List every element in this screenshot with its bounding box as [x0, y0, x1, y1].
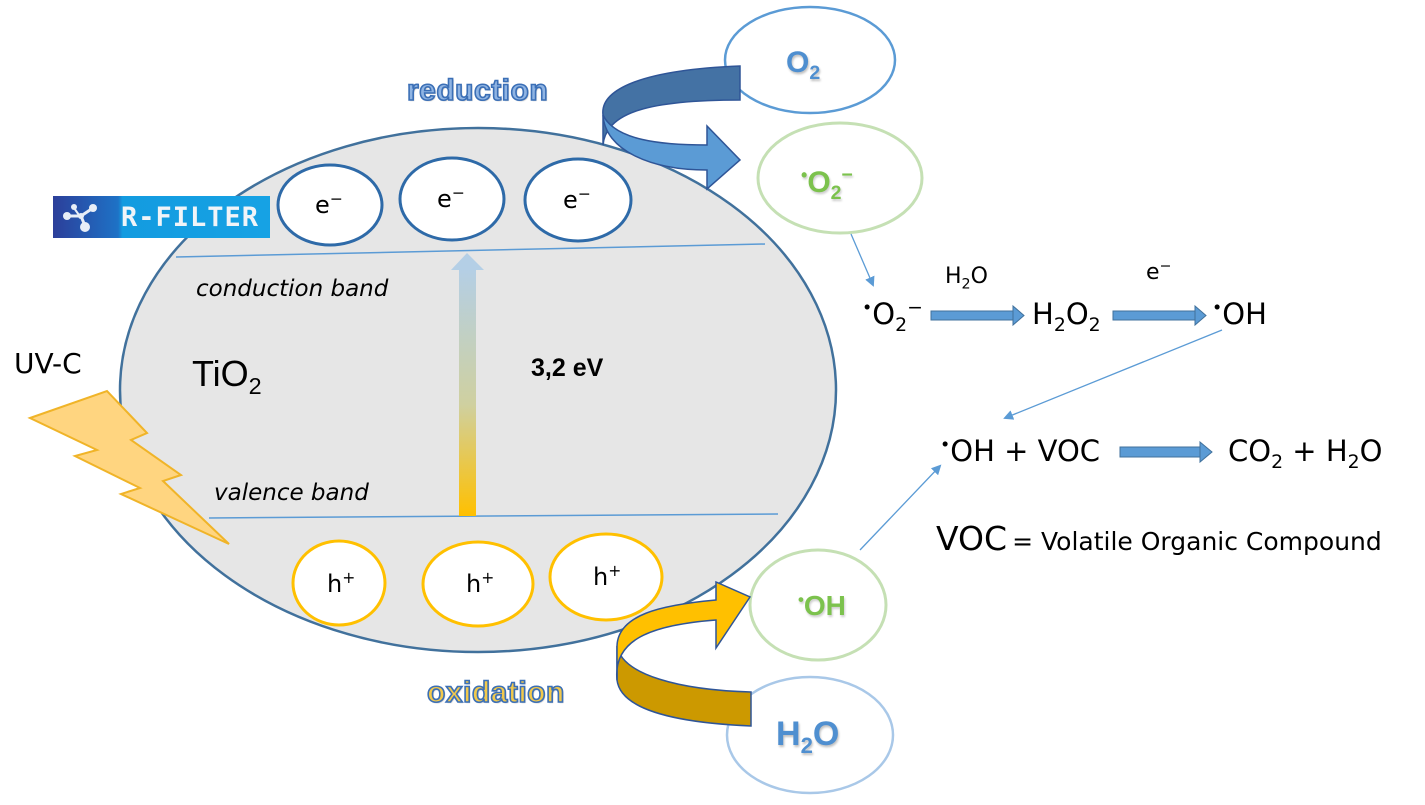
o2-species-label: O2 [786, 46, 821, 84]
conduction-band-line [175, 243, 766, 258]
reaction-arrow-2 [1112, 304, 1207, 327]
hole-circle-2 [421, 540, 535, 628]
oxidation-hydroxyl-to-voc-connector [859, 464, 942, 551]
chain-hydroxyl-product: •OH [1212, 297, 1267, 331]
electron-label-1: e− [315, 190, 343, 219]
hole-label-2: h+ [466, 569, 495, 598]
water-species-label: H2O [776, 715, 840, 758]
chain-water-reagent: H2O [945, 264, 988, 293]
valence-band-label: valence band [214, 480, 369, 506]
reaction-arrow-3 [1119, 440, 1213, 464]
lightning-bolt-icon [27, 389, 230, 545]
electron-circle-3 [523, 157, 633, 243]
band-gap-arrow [451, 253, 484, 516]
reaction-arrow-1 [930, 304, 1025, 327]
valence-band-line [208, 513, 779, 519]
hole-circle-1 [291, 539, 387, 627]
uv-c-label: UV-C [14, 347, 82, 380]
superoxide-species-label: •O2− [801, 163, 853, 204]
reduction-label: reduction [406, 74, 549, 107]
r-filter-logo: R-FILTER [53, 196, 270, 238]
chain-hydrogen-peroxide: H2O2 [1032, 297, 1101, 336]
hole-label-1: h+ [327, 569, 356, 598]
voc-legend: VOC = Volatile Organic Compound [936, 519, 1382, 558]
tio2-particle [118, 126, 838, 654]
tio2-label: TiO2 [192, 353, 262, 400]
chain-superoxide: •O2− [862, 297, 923, 336]
conduction-band-label: conduction band [196, 276, 389, 302]
molecule-icon [63, 204, 97, 232]
oxidation-arrow [616, 580, 752, 727]
hydroxyl-to-voc-connector [1003, 329, 1223, 420]
hydroxyl-oval [748, 548, 888, 662]
hole-label-3: h+ [593, 562, 622, 591]
water-oval [725, 675, 895, 795]
final-reaction-reactants: •OH + VOC [940, 434, 1101, 468]
hydroxyl-species-label: •OH [798, 590, 846, 622]
brand-name: R-FILTER [121, 202, 260, 233]
electron-circle-2 [398, 156, 506, 242]
o2-oval [723, 5, 897, 115]
chain-electron-reagent: e− [1146, 258, 1172, 285]
superoxide-oval [756, 121, 924, 235]
oxidation-label: oxidation [426, 676, 565, 709]
hole-circle-3 [548, 532, 664, 622]
superoxide-to-chain-connector [850, 233, 875, 287]
electron-label-3: e− [563, 185, 591, 214]
final-reaction-products: CO2 + H2O [1228, 434, 1383, 473]
reduction-arrow [602, 65, 742, 191]
electron-circle-1 [276, 163, 384, 247]
electron-label-2: e− [437, 184, 465, 213]
band-gap-value: 3,2 eV [531, 354, 604, 382]
